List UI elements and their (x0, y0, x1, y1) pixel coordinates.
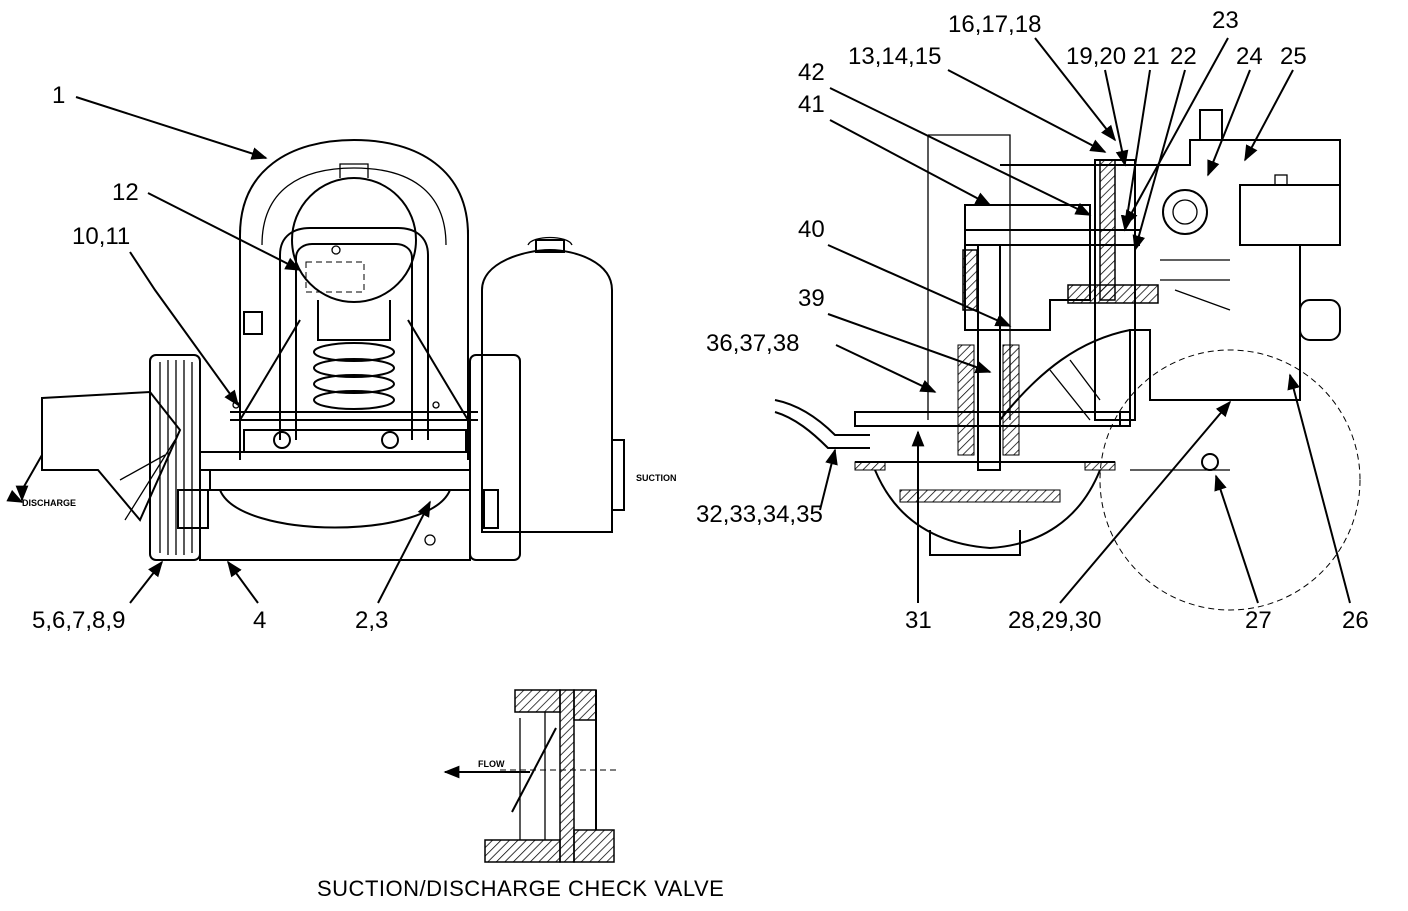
lbl-2-3: 2,3 (355, 607, 388, 634)
lbl-12: 12 (112, 179, 139, 206)
lbl-27: 27 (1245, 607, 1272, 634)
fuel-tank (481, 236, 625, 533)
lbl-31: 31 (905, 607, 932, 634)
lbl-40: 40 (798, 216, 825, 243)
lbl-5-9: 5,6,7,8,9 (32, 607, 125, 634)
flow-annotation: FLOW (478, 759, 505, 769)
side-view (774, 109, 1361, 611)
lbl-25: 25 (1280, 43, 1307, 70)
leader-lines (6, 37, 1351, 604)
lbl-22: 22 (1170, 43, 1197, 70)
discharge-annotation: DISCHARGE (22, 498, 76, 508)
diaphragm-spring (957, 344, 1020, 456)
suction-annotation: SUCTION (636, 473, 677, 483)
lbl-26: 26 (1342, 607, 1369, 634)
lbl-21: 21 (1133, 43, 1160, 70)
lbl-39: 39 (798, 285, 825, 312)
lbl-41: 41 (798, 91, 825, 118)
callout-labels: 1 12 10,11 5,6,7,8,9 4 2,3 16,17,18 23 1… (22, 7, 1369, 901)
lbl-4: 4 (253, 607, 266, 634)
front-view (41, 138, 625, 561)
lbl-36-38: 36,37,38 (706, 330, 799, 357)
lbl-28-30: 28,29,30 (1008, 607, 1101, 634)
left-wheel (149, 354, 201, 561)
lbl-13-15: 13,14,15 (848, 43, 941, 70)
lbl-10-11: 10,11 (72, 223, 130, 250)
lbl-24: 24 (1236, 43, 1263, 70)
check-valve-caption: SUCTION/DISCHARGE CHECK VALVE (317, 876, 724, 901)
lbl-42: 42 (798, 59, 825, 86)
lbl-19-20: 19,20 (1066, 43, 1126, 70)
lbl-23: 23 (1212, 7, 1239, 34)
lbl-32-35: 32,33,34,35 (696, 501, 823, 528)
lbl-1: 1 (52, 82, 65, 109)
spring-coils (313, 342, 395, 410)
lbl-16-18: 16,17,18 (948, 11, 1041, 38)
check-valve-detail (443, 689, 620, 863)
